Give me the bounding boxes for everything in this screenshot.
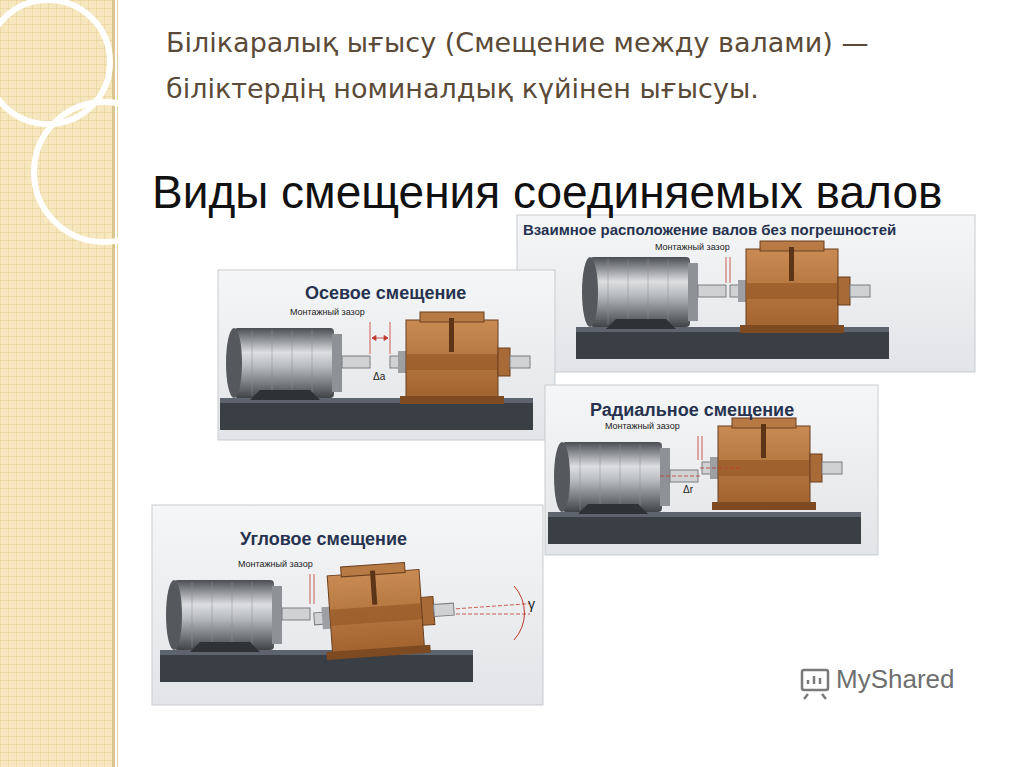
slide-title: Білікаралық ығысу (Смещение между валами…: [166, 20, 996, 112]
dimension-label: Монтажный зазор: [605, 421, 680, 431]
panel-heading: Радиальное смещение: [590, 400, 794, 421]
panel-heading: Осевое смещение: [305, 283, 466, 304]
figure-panel: Осевое смещение: [218, 270, 555, 440]
panel-heading: Угловое смещение: [240, 529, 407, 550]
dimension-label: Монтажный зазор: [238, 559, 313, 569]
dimension-symbol: Δr: [683, 484, 693, 496]
figure-panel: Радиальное смещение: [545, 385, 878, 555]
figure-panel: Угловое смещение: [152, 505, 543, 705]
panel-heading: Взаимное расположение валов без погрешно…: [523, 221, 896, 238]
figure-panel: Взаимное расположение валов без погрешно…: [517, 215, 975, 372]
dimension-label: Монтажный зазор: [290, 307, 365, 317]
angle-symbol: γ: [528, 596, 535, 612]
watermark: MyShared: [836, 665, 955, 695]
figure-heading: Виды смещения соединяемых валов: [152, 166, 942, 219]
dimension-label: Монтажный зазор: [655, 242, 730, 252]
dimension-symbol: Δa: [373, 371, 385, 383]
